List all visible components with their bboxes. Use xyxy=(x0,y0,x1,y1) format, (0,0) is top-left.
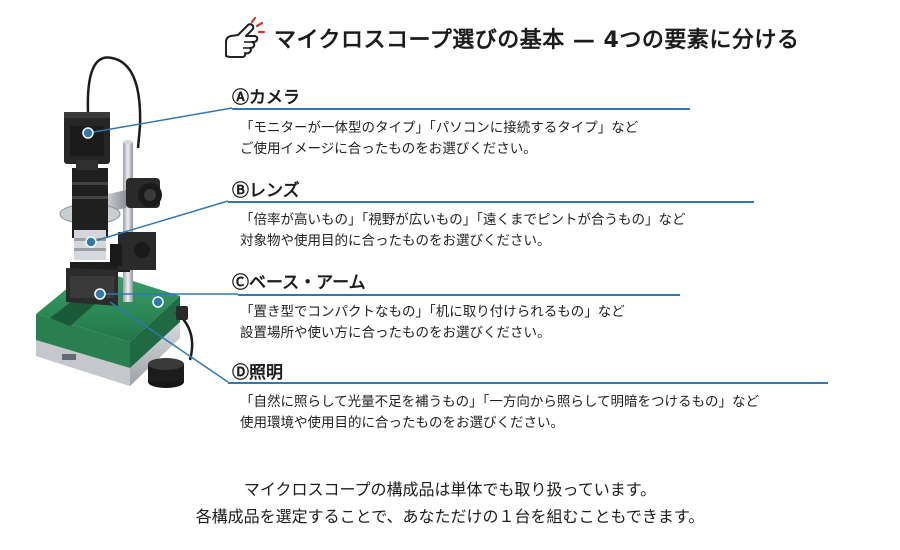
camera-cable xyxy=(86,56,142,149)
section-a-label: Ⓐカメラ xyxy=(232,88,300,108)
section-b-text: 「倍率が高いもの」「視野が広いもの」「遠くまでピントが合うもの」など 対象物や使… xyxy=(240,212,686,249)
microscope-illustration xyxy=(36,56,194,388)
pointing-hand-icon xyxy=(225,16,266,58)
section-b-divider xyxy=(228,201,754,203)
section-c-text: 「置き型でコンパクトなもの」「机に取り付けられるもの」など 設置場所や使い方に合… xyxy=(240,304,625,341)
page-title: マイクロスコープ選びの基本 — 4つの要素に分ける xyxy=(274,28,800,53)
section-a-text: 「モニターが一体型のタイプ」「パソコンに接続するタイプ」など ご使用イメージに合… xyxy=(240,120,639,157)
title-area: マイクロスコープ選びの基本 — 4つの要素に分ける xyxy=(222,14,799,62)
support-pole xyxy=(123,142,133,302)
section-d-text: 「自然に照らして光量不足を補うもの」「一方向から照らして明暗をつけるもの」など … xyxy=(240,394,759,431)
section-c-divider xyxy=(238,294,680,296)
footer-line-1: マイクロスコープの構成品は単体でも取り扱っています。 xyxy=(243,480,657,499)
section-d-label: Ⓓ照明 xyxy=(232,363,283,383)
footer-note: マイクロスコープの構成品は単体でも取り扱っています。 各構成品を選定することで、… xyxy=(0,476,900,530)
section-d-divider xyxy=(228,382,828,384)
section-a-divider xyxy=(232,108,690,110)
footer-line-2: 各構成品を選定することで、あなただけの１台を組むこともできます。 xyxy=(195,507,705,526)
section-b-label: Ⓑレンズ xyxy=(232,181,300,201)
section-c-label: Ⓒベース・アーム xyxy=(232,273,366,293)
lens-barrel xyxy=(72,168,108,238)
